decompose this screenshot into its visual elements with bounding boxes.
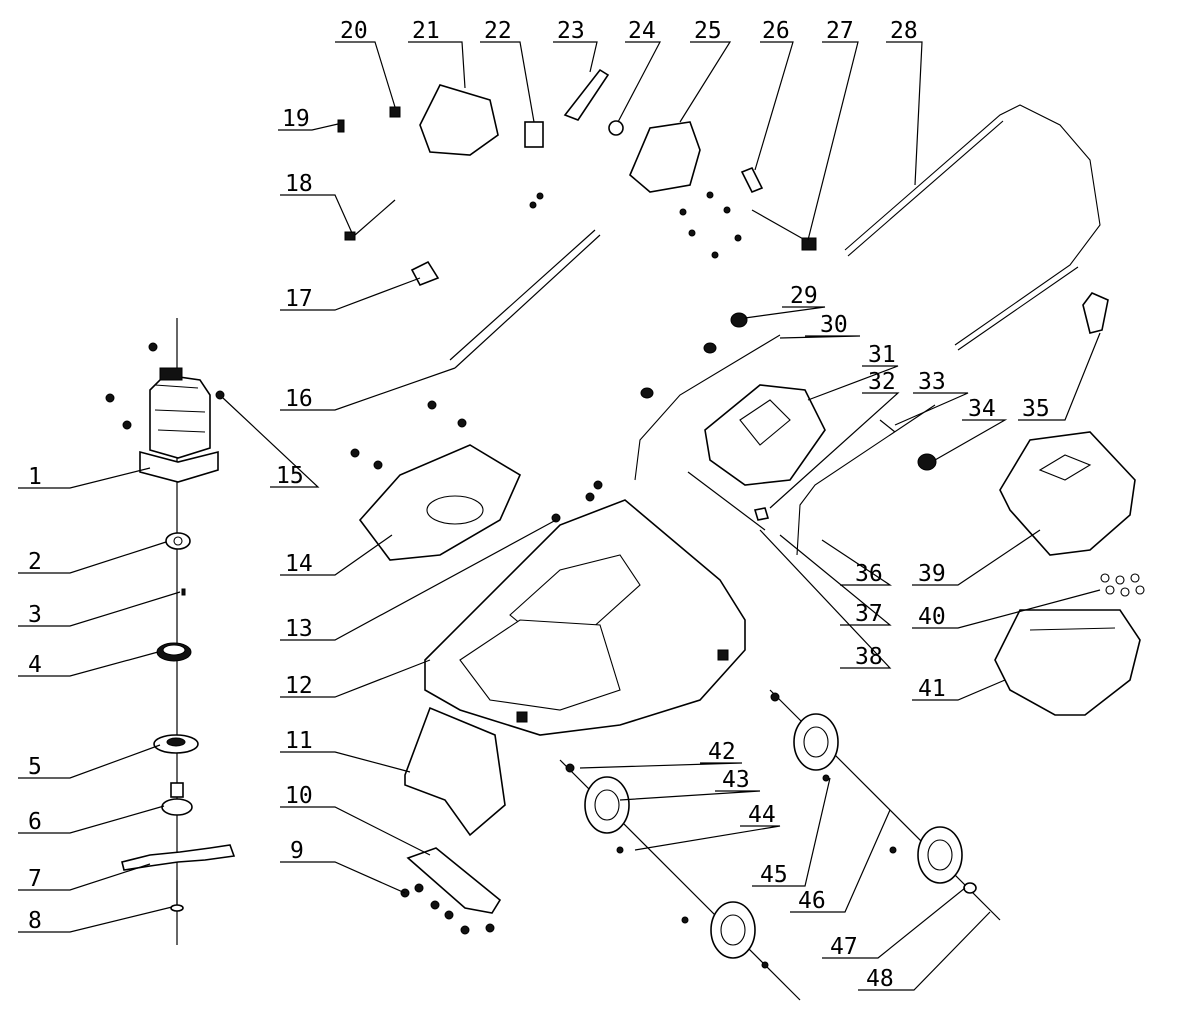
callout-14: 14 [285,551,313,577]
callout-18: 18 [285,171,313,197]
part-cable-tie [344,199,396,241]
part-knob-34 [917,453,937,471]
part-rear-flap [404,706,506,837]
part-motor [105,342,225,483]
part-top-cover [350,400,522,561]
part-blade-bolt [170,880,184,912]
callout-7: 7 [28,866,42,892]
callout-2: 2 [28,549,42,575]
callout-27: 27 [826,18,854,44]
part-lower-handle-left [634,334,781,481]
part-cable [449,229,601,369]
part-rear-axle [769,689,1001,921]
part-nut-20 [389,106,401,118]
callout-10: 10 [285,783,313,809]
callout-44: 44 [748,802,776,828]
callout-22: 22 [484,18,512,44]
part-cable-clip [410,260,440,287]
part-safety-lever [563,68,610,121]
part-switch-housing [419,84,499,156]
part-screw-19 [337,119,345,133]
part-knob [730,312,748,328]
callout-37: 37 [855,601,883,627]
part-spring [156,642,192,662]
callout-11: 11 [285,728,313,754]
part-key [181,588,186,596]
part-guide-plate [406,847,502,914]
callout-28: 28 [890,18,918,44]
callout-21: 21 [412,18,440,44]
part-cable-holder [1082,292,1109,334]
callout-40: 40 [918,604,946,630]
callout-48: 48 [866,966,894,992]
part-flange [153,734,199,754]
callout-5: 5 [28,754,42,780]
callout-30: 30 [820,312,848,338]
callout-23: 23 [557,18,585,44]
callout-32: 32 [868,369,896,395]
part-battery-cover [704,384,826,486]
part-spring-ring [608,120,624,136]
callout-8: 8 [28,908,42,934]
callout-31: 31 [868,342,896,368]
callout-13: 13 [285,616,313,642]
callout-47: 47 [830,934,858,960]
part-screws-13 [551,480,603,523]
callout-34: 34 [968,396,996,422]
callout-12: 12 [285,673,313,699]
part-upper-handle [844,104,1101,346]
callout-labels: 1 2 3 4 5 6 7 8 9 10 11 12 13 14 15 16 1… [28,18,1050,992]
callout-15: 15 [276,463,304,489]
callout-25: 25 [694,18,722,44]
callout-19: 19 [282,106,310,132]
callout-9: 9 [290,838,304,864]
part-blade [121,844,236,871]
part-deck-housing [424,499,746,736]
part-control-box [629,121,701,193]
callout-1: 1 [28,464,42,490]
part-clip-32 [753,507,770,521]
callout-3: 3 [28,602,42,628]
callout-16: 16 [285,386,313,412]
part-switch [524,121,544,148]
callout-41: 41 [918,676,946,702]
part-pin-33 [879,419,896,433]
part-screws-25 [529,191,742,259]
part-power-plug [751,209,817,251]
callout-46: 46 [798,888,826,914]
callout-4: 4 [28,652,42,678]
callout-39: 39 [918,561,946,587]
part-front-axle [559,759,801,1001]
part-grass-basket [994,609,1141,716]
callout-42: 42 [708,739,736,765]
callout-17: 17 [285,286,313,312]
callout-26: 26 [762,18,790,44]
part-lower-handle-right [796,404,936,556]
callout-45: 45 [760,862,788,888]
part-grass-box-lid [999,431,1136,556]
callout-43: 43 [722,767,750,793]
part-handle-bolt [740,166,764,194]
callout-6: 6 [28,809,42,835]
callout-38: 38 [855,644,883,670]
callout-20: 20 [340,18,368,44]
callout-33: 33 [918,369,946,395]
part-rod [687,471,766,531]
callout-29: 29 [790,283,818,309]
callout-35: 35 [1022,396,1050,422]
part-clips-40 [1100,573,1145,597]
part-blade-adapter [161,782,193,816]
callout-leaders [18,41,1101,991]
part-drawings [105,68,1145,1001]
callout-36: 36 [855,561,883,587]
callout-24: 24 [628,18,656,44]
